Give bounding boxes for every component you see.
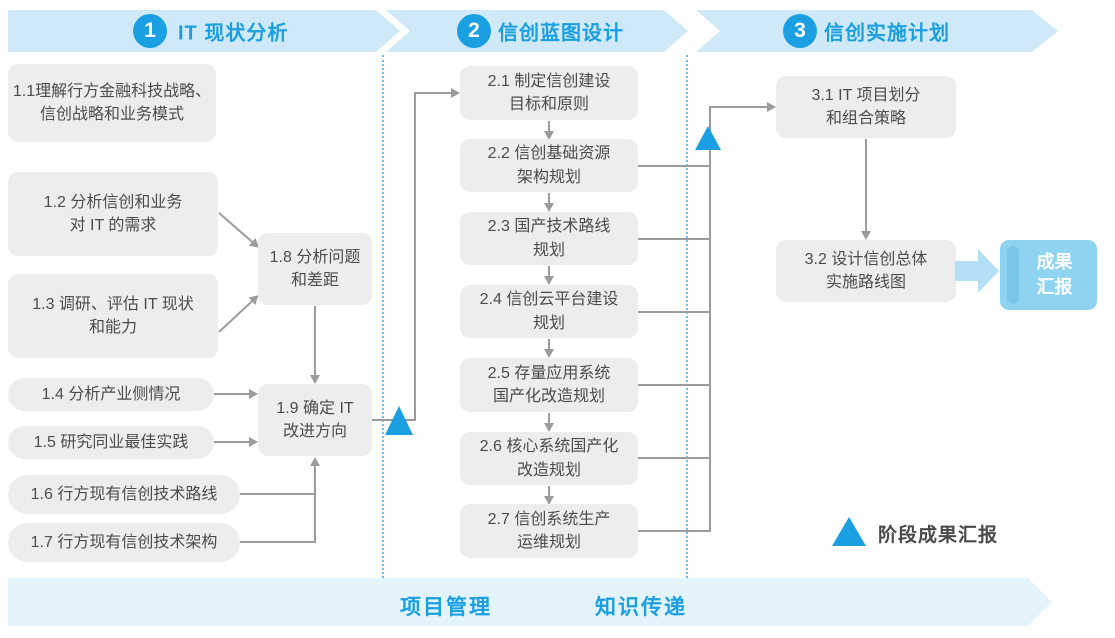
box-1-3: 1.3 调研、评估 IT 现状 和能力 — [8, 274, 218, 358]
box-1-2: 1.2 分析信创和业务 对 IT 的需求 — [8, 172, 218, 256]
box-1-6: 1.6 行方现有信创技术路线 — [8, 475, 240, 514]
footer-label-knowledge-transfer: 知识传递 — [595, 596, 687, 619]
connector-2-6-to-2-7 — [548, 486, 550, 496]
arrowhead-icon — [544, 423, 554, 432]
connector-1-7 — [238, 541, 316, 543]
phase-1-title: IT 现状分析 — [178, 22, 289, 45]
branch-2-3 — [638, 238, 710, 240]
connector-2-5-to-2-6 — [548, 413, 550, 423]
milestone-triangle-icon — [385, 406, 413, 435]
arrowhead-icon — [767, 102, 776, 112]
legend-triangle-icon — [832, 517, 866, 546]
phase-separator-1 — [382, 55, 384, 578]
arrowhead-icon — [544, 496, 554, 505]
legend-label: 阶段成果汇报 — [878, 525, 999, 546]
branch-2-5 — [638, 384, 710, 386]
box-1-5: 1.5 研究同业最佳实践 — [8, 426, 214, 459]
connector-2-4-to-2-5 — [548, 339, 550, 349]
deliverable-arrow-icon — [955, 249, 999, 293]
connector-1-9-riser — [414, 92, 416, 421]
connector-1-6-7-riser — [314, 466, 316, 543]
footer-label-project-management: 项目管理 — [400, 596, 492, 619]
arrowhead-icon — [249, 389, 258, 399]
arrowhead-icon — [451, 88, 460, 98]
connector-1-6 — [238, 493, 316, 495]
connector-1-5-to-1-9 — [214, 441, 249, 443]
box-2-7: 2.7 信创系统生产 运维规划 — [460, 504, 638, 558]
arrowhead-icon — [544, 349, 554, 358]
box-1-9: 1.9 确定 IT 改进方向 — [258, 384, 372, 456]
connector-2-2-to-2-3 — [548, 193, 550, 203]
branch-2-4 — [638, 311, 710, 313]
box-3-1: 3.1 IT 项目划分 和组合策略 — [776, 76, 956, 138]
box-2-5: 2.5 存量应用系统 国产化改造规划 — [460, 358, 638, 412]
phase-1-number-badge: 1 — [133, 14, 167, 48]
connector-2-3-to-2-4 — [548, 266, 550, 276]
phase-2-number-badge: 2 — [457, 14, 491, 48]
arrowhead-icon — [861, 231, 871, 240]
deliverable-box: 成果 汇报 — [1000, 240, 1097, 310]
collector-riser — [709, 106, 711, 532]
phase-3-number-badge: 3 — [783, 14, 817, 48]
phase-2-title: 信创蓝图设计 — [498, 22, 624, 45]
phase-2-banner: 2 信创蓝图设计 — [386, 10, 688, 52]
box-2-1: 2.1 制定信创建设 目标和原则 — [460, 66, 638, 120]
milestone-triangle-icon — [695, 126, 721, 150]
box-1-4: 1.4 分析产业侧情况 — [8, 378, 214, 411]
phase-separator-2 — [686, 55, 688, 578]
box-1-8: 1.8 分析问题 和差距 — [258, 233, 372, 305]
box-2-3: 2.3 国产技术路线 规划 — [460, 212, 638, 265]
phase-3-banner: 3 信创实施计划 — [696, 10, 1058, 52]
arrowhead-icon — [249, 437, 258, 447]
arrowhead-icon — [544, 276, 554, 285]
branch-2-7 — [638, 530, 710, 532]
branch-2-6 — [638, 457, 710, 459]
box-2-6: 2.6 核心系统国产化 改造规划 — [460, 432, 638, 485]
phase-1-banner: 1 IT 现状分析 — [8, 10, 400, 52]
footer-banner — [8, 578, 1052, 626]
connector-1-2-to-1-8 — [218, 212, 263, 252]
connector-into-3-1 — [709, 106, 767, 108]
box-2-2: 2.2 信创基础资源 架构规划 — [460, 139, 638, 192]
box-1-1: 1.1理解行方金融科技战略、 信创战略和业务模式 — [8, 64, 216, 142]
connector-1-4-to-1-9 — [214, 393, 249, 395]
phase-3-title: 信创实施计划 — [824, 22, 950, 45]
connector-1-8-to-1-9 — [314, 306, 316, 375]
connector-1-3-to-1-8 — [218, 291, 262, 333]
connector-into-2-1 — [414, 92, 451, 94]
branch-2-2 — [638, 165, 710, 167]
arrowhead-icon — [310, 375, 320, 384]
box-1-7: 1.7 行方现有信创技术架构 — [8, 523, 240, 562]
box-2-4: 2.4 信创云平台建设 规划 — [460, 285, 638, 338]
arrowhead-icon — [544, 203, 554, 212]
arrowhead-icon — [544, 131, 554, 140]
arrowhead-icon — [310, 457, 320, 466]
box-3-2: 3.2 设计信创总体 实施路线图 — [776, 240, 956, 302]
connector-3-1-to-3-2 — [865, 139, 867, 231]
connector-2-1-to-2-2 — [548, 121, 550, 131]
